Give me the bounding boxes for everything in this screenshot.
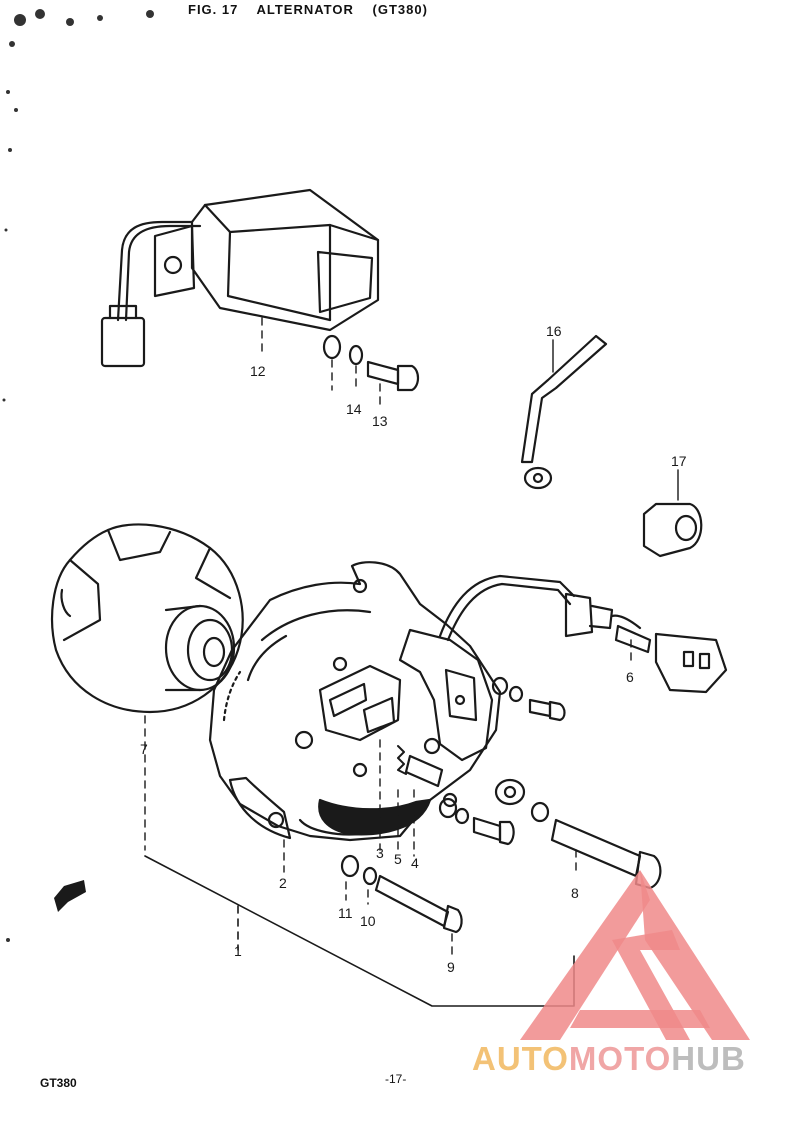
terminal-plate [398, 628, 494, 762]
brush-4 [404, 754, 444, 857]
label-part-5: 5 [394, 851, 402, 867]
label-part-8: 8 [571, 885, 579, 901]
figure-model: (GT380) [372, 2, 428, 17]
leader-lines-upper [261, 317, 381, 409]
label-part-11: 11 [338, 905, 353, 921]
label-part-10: 10 [360, 913, 376, 929]
label-part-1: 1 [234, 943, 242, 959]
direction-arrow-icon [54, 880, 86, 912]
rotor-7 [50, 523, 244, 851]
scan-noise [2, 9, 154, 942]
watermark-auto: AUTO [472, 1040, 569, 1077]
bracket-16 [520, 334, 608, 490]
washer-10 [362, 866, 378, 905]
label-part-17: 17 [671, 453, 687, 469]
figure-header: FIG. 17 ALTERNATOR (GT380) [188, 2, 442, 17]
watermark-moto: MOTO [568, 1040, 672, 1077]
lead-wire-6 [438, 574, 728, 694]
brush-holder-3 [318, 664, 402, 851]
bolt-13 [366, 360, 420, 392]
label-part-7: 7 [140, 741, 148, 757]
grommet-17 [642, 469, 703, 558]
label-part-2: 2 [279, 875, 287, 891]
washer-11 [340, 854, 360, 901]
screws-terminal [438, 676, 566, 846]
assembly-bracket-1 [144, 855, 575, 1007]
label-part-3: 3 [376, 845, 384, 861]
label-part-14: 14 [346, 401, 362, 417]
regulator-12 [100, 188, 380, 368]
label-part-6: 6 [626, 669, 634, 685]
label-part-12: 12 [250, 363, 266, 379]
part-labels: 12 14 13 16 17 7 6 3 5 4 2 8 11 10 1 9 [140, 323, 687, 975]
model-code: GT380 [40, 1076, 77, 1090]
label-part-16: 16 [546, 323, 562, 339]
stator-housing-2 [208, 561, 502, 873]
figure-number: FIG. 17 [188, 2, 239, 17]
label-part-4: 4 [411, 855, 419, 871]
brush-spring-5 [397, 745, 407, 853]
watermark-hub: HUB [671, 1040, 746, 1077]
label-part-13: 13 [372, 413, 388, 429]
watermark-logo-icon [520, 870, 750, 1040]
bolt-9 [374, 874, 463, 957]
label-part-9: 9 [447, 959, 455, 975]
page-number: -17- [385, 1072, 407, 1086]
washer-14 [322, 334, 364, 366]
watermark-text: AUTOMOTOHUB [472, 1040, 746, 1078]
figure-title: ALTERNATOR [256, 2, 354, 17]
